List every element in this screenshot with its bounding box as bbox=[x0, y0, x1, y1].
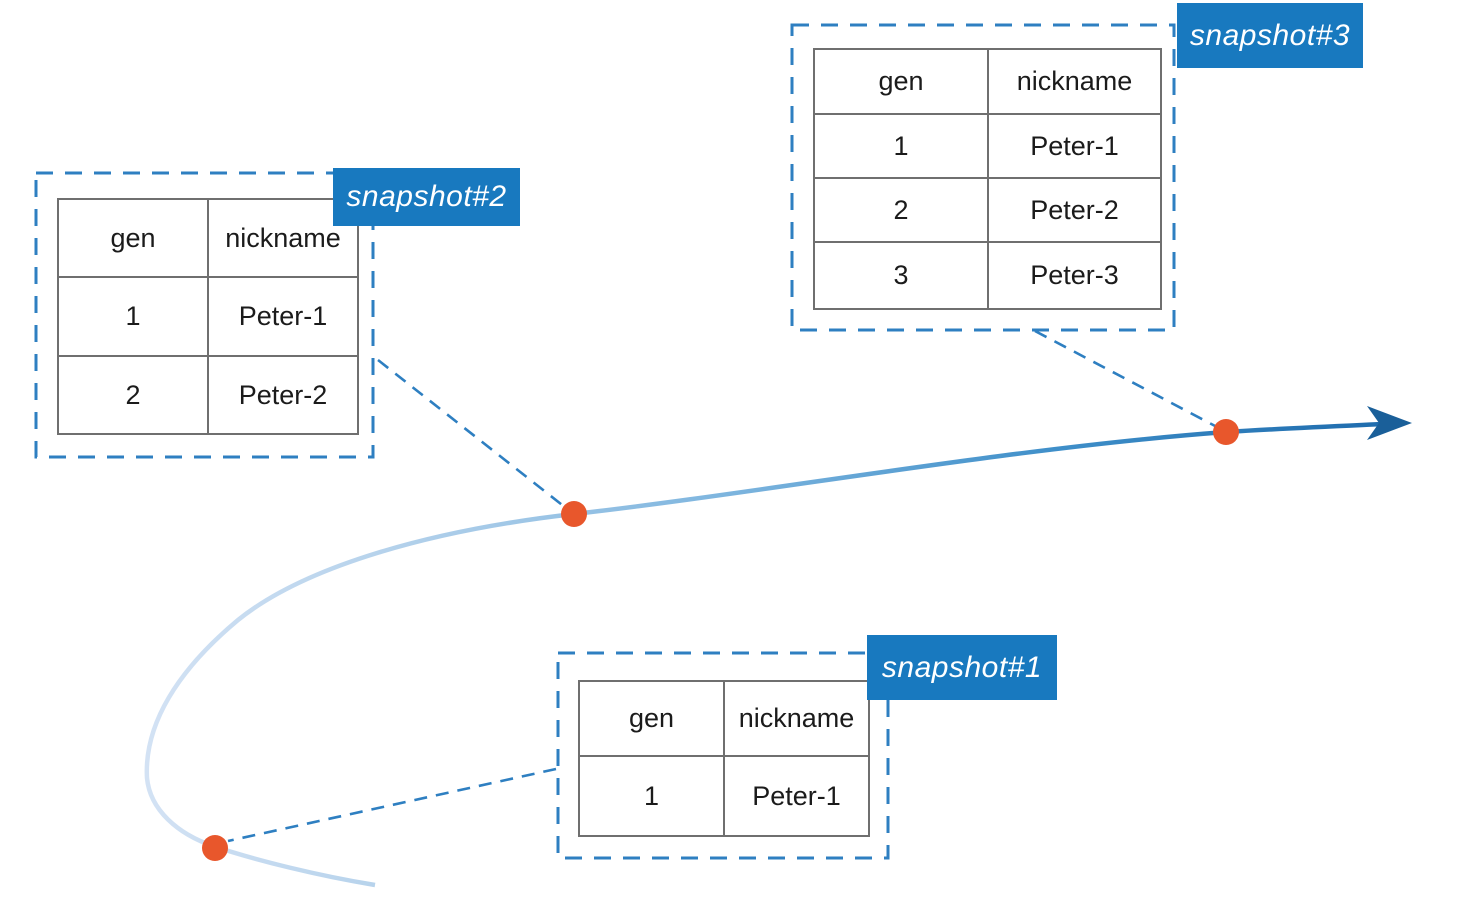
snapshot3-connector-line bbox=[1034, 329, 1218, 429]
snapshot2-label-badge: snapshot#2 bbox=[333, 168, 520, 226]
table-row: 2 Peter-2 bbox=[813, 177, 1162, 243]
snapshot3-cell-nickname-2: Peter-2 bbox=[987, 177, 1162, 243]
snapshot1-point-dot bbox=[202, 835, 228, 861]
snapshot2-label: snapshot#2 bbox=[346, 180, 507, 213]
snapshot2-header-nickname: nickname bbox=[207, 198, 359, 278]
table-row: 1 Peter-1 bbox=[57, 276, 359, 357]
snapshot3-cell-gen-3: 3 bbox=[813, 241, 989, 310]
snapshot2-cell-nickname-1: Peter-1 bbox=[207, 276, 359, 357]
snapshot1-label-badge: snapshot#1 bbox=[867, 635, 1057, 700]
snapshot1-cell-nickname-1: Peter-1 bbox=[723, 755, 870, 837]
timeline-curve bbox=[144, 421, 1385, 888]
snapshot3-cell-nickname-3: Peter-3 bbox=[987, 241, 1162, 310]
snapshot2-cell-gen-1: 1 bbox=[57, 276, 209, 357]
snapshot2-header-gen: gen bbox=[57, 198, 209, 278]
snapshot3-label-badge: snapshot#3 bbox=[1177, 3, 1363, 68]
snapshot1-cell-gen-1: 1 bbox=[578, 755, 725, 837]
table-row: 1 Peter-1 bbox=[813, 113, 1162, 179]
snapshot3-table: gen nickname 1 Peter-1 2 Peter-2 3 Peter… bbox=[813, 48, 1162, 310]
snapshot1-header-gen: gen bbox=[578, 680, 725, 757]
snapshot3-header-nickname: nickname bbox=[987, 48, 1162, 115]
snapshot2-connector-line bbox=[377, 358, 567, 510]
snapshot3-header-gen: gen bbox=[813, 48, 989, 115]
snapshot1-header-nickname: nickname bbox=[723, 680, 870, 757]
snapshot3-cell-gen-2: 2 bbox=[813, 177, 989, 243]
table-row: 3 Peter-3 bbox=[813, 241, 1162, 310]
snapshot3-cell-nickname-1: Peter-1 bbox=[987, 113, 1162, 179]
snapshot1-label: snapshot#1 bbox=[881, 650, 1043, 684]
table-row: 2 Peter-2 bbox=[57, 355, 359, 435]
table-row: 1 Peter-1 bbox=[578, 755, 870, 837]
snapshot3-dashed-box bbox=[790, 23, 1176, 332]
snapshot3-cell-gen-1: 1 bbox=[813, 113, 989, 179]
snapshot2-cell-nickname-2: Peter-2 bbox=[207, 355, 359, 435]
snapshot2-point-dot bbox=[561, 501, 587, 527]
snapshot2-dashed-box bbox=[34, 171, 375, 459]
snapshot2-table: gen nickname 1 Peter-1 2 Peter-2 bbox=[57, 198, 359, 435]
snapshot1-dashed-box bbox=[556, 651, 890, 860]
timeline-arrowhead-icon bbox=[1367, 406, 1412, 440]
snapshot3-point-dot bbox=[1213, 419, 1239, 445]
snapshot1-connector-line bbox=[227, 767, 557, 843]
snapshot2-cell-gen-2: 2 bbox=[57, 355, 209, 435]
snapshot3-label: snapshot#3 bbox=[1189, 18, 1351, 52]
snapshot1-table: gen nickname 1 Peter-1 bbox=[578, 680, 870, 837]
